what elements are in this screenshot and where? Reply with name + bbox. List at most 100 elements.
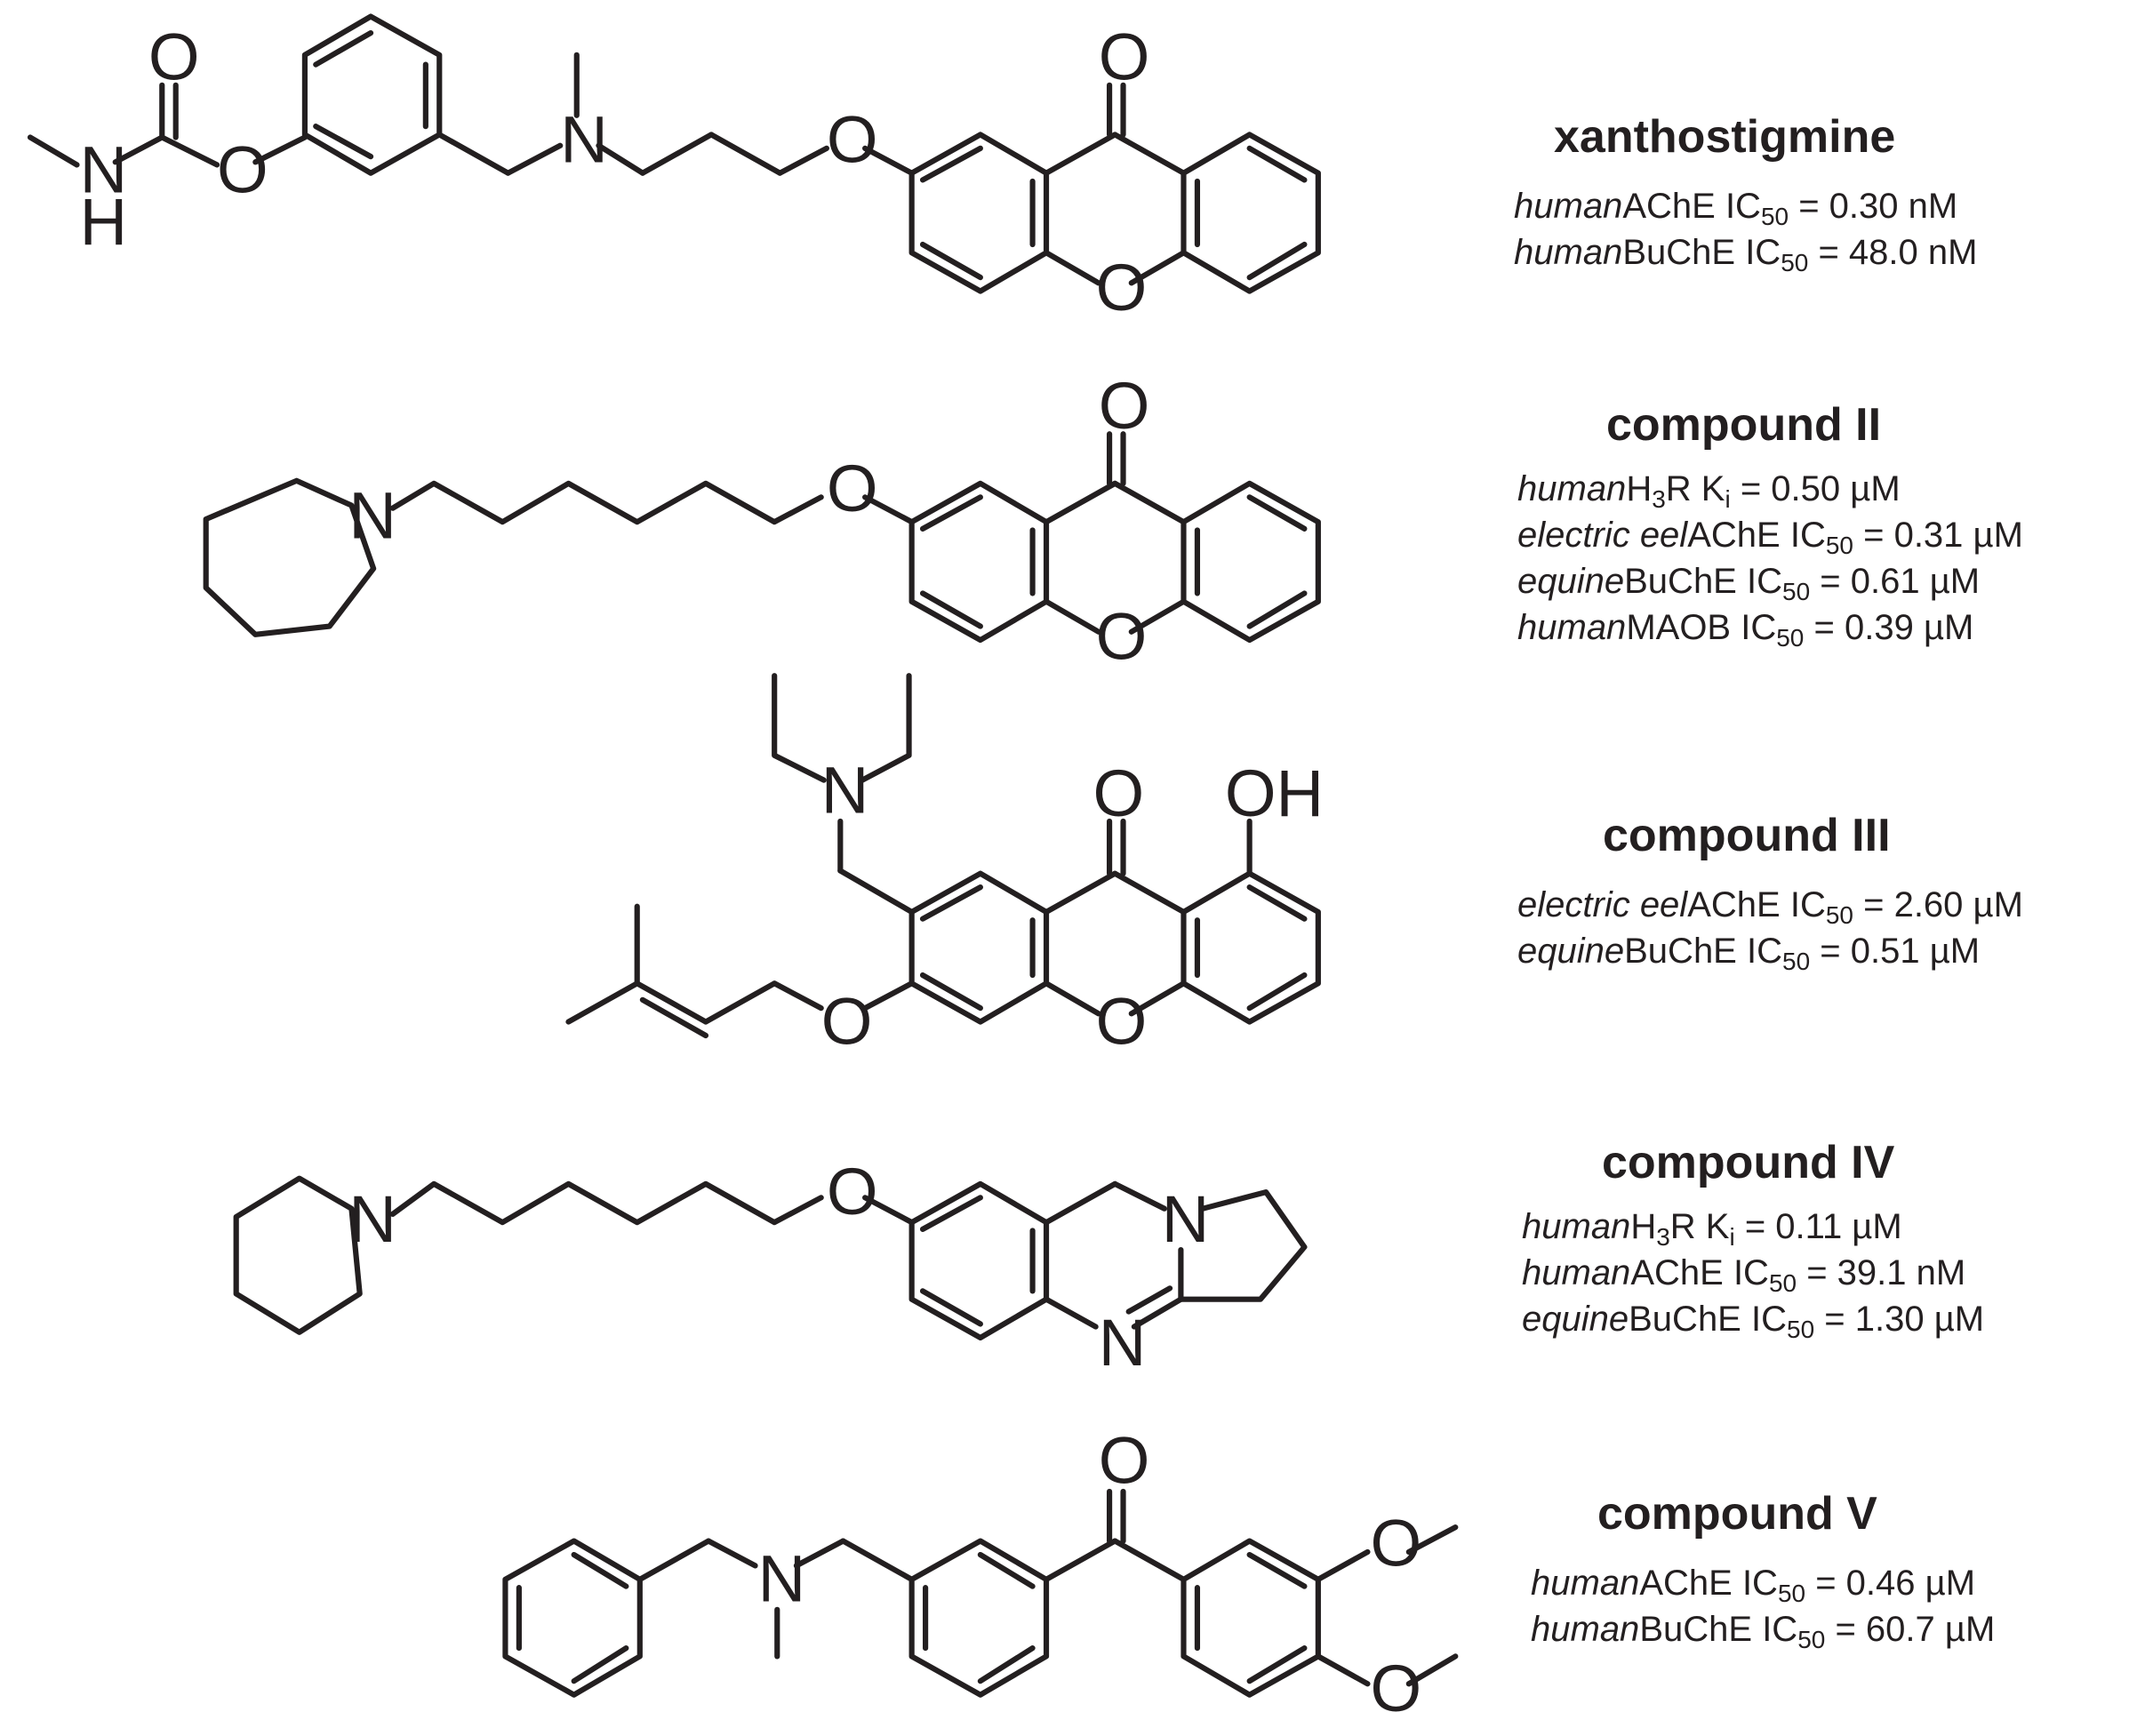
atom-label-o: O — [1371, 1506, 1422, 1580]
activity-row: humanH3R Ki = 0.50 µM — [1517, 466, 2023, 512]
target-tail: R — [1665, 469, 1692, 508]
activity-list: humanAChE IC50 = 0.30 nM humanBuChE IC50… — [1514, 183, 1977, 276]
value: = 48.0 nM — [1808, 233, 1978, 272]
structure-xanthostigmine: O N H O N O O O — [27, 13, 1321, 324]
activity-list: electric eelAChE IC50 = 2.60 µM equineBu… — [1517, 882, 2023, 974]
atom-label-o: O — [1099, 369, 1150, 443]
measure-subscript: 50 — [1782, 948, 1811, 975]
activity-row: electric eelAChE IC50 = 0.31 µM — [1517, 512, 2023, 558]
value: = 2.60 µM — [1853, 885, 2023, 924]
target: AChE — [1639, 1564, 1733, 1603]
atom-label-o: O — [821, 984, 873, 1058]
measure: IC — [1725, 187, 1761, 226]
activity-list: humanH3R Ki = 0.50 µM electric eelAChE I… — [1517, 466, 2023, 651]
species: human — [1531, 1610, 1640, 1649]
value: = 0.39 µM — [1804, 608, 1974, 647]
atom-label-n: N — [1162, 1182, 1210, 1256]
species: human — [1514, 187, 1623, 226]
activity-row: electric eelAChE IC50 = 2.60 µM — [1517, 882, 2023, 928]
target: AChE — [1630, 1253, 1724, 1292]
species: human — [1517, 469, 1627, 508]
measure: K — [1705, 1207, 1730, 1246]
activity-list: humanH3R Ki = 0.11 µM humanAChE IC50 = 3… — [1522, 1204, 1984, 1342]
activity-row: humanAChE IC50 = 39.1 nM — [1522, 1250, 1984, 1296]
atom-label-n: N — [80, 132, 128, 206]
measure: IC — [1789, 516, 1826, 555]
target: BuChE — [1624, 562, 1737, 601]
atom-label-h: H — [80, 185, 128, 259]
target-subscript: 3 — [1656, 1223, 1670, 1251]
target: MAOB — [1626, 608, 1732, 647]
species: electric eel — [1517, 885, 1688, 924]
measure: IC — [1762, 1610, 1798, 1649]
info-compound-iii: compound III electric eelAChE IC50 = 2.6… — [1517, 809, 2023, 974]
activity-list: humanAChE IC50 = 0.46 µM humanBuChE IC50… — [1531, 1560, 1995, 1652]
structure-compound-v: N O O O — [502, 1424, 1459, 1725]
measure: IC — [1733, 1253, 1769, 1292]
value: = 0.31 µM — [1853, 516, 2023, 555]
species: electric eel — [1517, 516, 1688, 555]
species: equine — [1522, 1300, 1629, 1339]
info-compound-iv: compound IV humanH3R Ki = 0.11 µM humanA… — [1522, 1136, 1984, 1342]
activity-row: humanAChE IC50 = 0.46 µM — [1531, 1560, 1995, 1606]
compound-name: compound II — [1606, 399, 1882, 451]
atom-label-n: N — [560, 102, 608, 176]
atom-label-o: O — [827, 102, 878, 176]
measure-subscript: i — [1729, 1223, 1735, 1251]
activity-row: humanH3R Ki = 0.11 µM — [1522, 1204, 1984, 1250]
value: = 0.51 µM — [1810, 932, 1981, 971]
atom-label-n: N — [758, 1542, 806, 1616]
target: H — [1626, 469, 1653, 508]
target: AChE — [1622, 187, 1716, 226]
target: BuChE — [1639, 1610, 1753, 1649]
structure-compound-ii: N O O O — [203, 369, 1321, 674]
compound-name: compound IV — [1602, 1137, 1895, 1188]
measure: IC — [1747, 562, 1782, 601]
activity-row: humanAChE IC50 = 0.30 nM — [1514, 183, 1977, 229]
atom-label-o: O — [1093, 756, 1145, 830]
measure-subscript: 50 — [1760, 203, 1789, 230]
target: BuChE — [1624, 932, 1737, 971]
measure-subscript: 50 — [1787, 1316, 1815, 1343]
species: equine — [1517, 932, 1625, 971]
compound-name: xanthostigmine — [1554, 111, 1896, 163]
target: BuChE — [1622, 233, 1736, 272]
atom-label-n: N — [1099, 1306, 1147, 1380]
measure-subscript: 50 — [1768, 1269, 1797, 1297]
activity-row: humanMAOB IC50 = 0.39 µM — [1517, 604, 2023, 651]
value: = 0.50 µM — [1730, 469, 1901, 508]
measure-subscript: 50 — [1825, 532, 1853, 559]
structure-compound-iv: N O N N — [233, 1155, 1308, 1380]
species: human — [1522, 1207, 1631, 1246]
structure-compound-iii: N O O O OH — [565, 673, 1324, 1058]
measure-subscript: i — [1725, 485, 1731, 513]
value: = 1.30 µM — [1814, 1300, 1985, 1339]
measure-subscript: 50 — [1782, 578, 1811, 605]
species: equine — [1517, 562, 1625, 601]
activity-row: equineBuChE IC50 = 0.61 µM — [1517, 558, 2023, 604]
atom-label-o: O — [1096, 251, 1148, 324]
value: = 39.1 nM — [1797, 1253, 1966, 1292]
value: = 0.61 µM — [1810, 562, 1981, 601]
value: = 0.30 nM — [1789, 187, 1958, 226]
activity-row: humanBuChE IC50 = 48.0 nM — [1514, 229, 1977, 276]
measure-subscript: 50 — [1777, 1580, 1806, 1607]
measure: IC — [1745, 233, 1781, 272]
measure: IC — [1741, 1564, 1778, 1603]
measure: IC — [1751, 1300, 1787, 1339]
compound-name: compound III — [1603, 810, 1891, 861]
species: human — [1514, 233, 1623, 272]
atom-label-o: O — [1099, 1424, 1150, 1498]
atom-label-o: O — [827, 1155, 878, 1228]
target: H — [1630, 1207, 1657, 1246]
target-tail: R — [1669, 1207, 1696, 1246]
value: = 0.11 µM — [1734, 1207, 1902, 1246]
measure: K — [1701, 469, 1725, 508]
activity-row: equineBuChE IC50 = 1.30 µM — [1522, 1296, 1984, 1342]
info-compound-v: compound V humanAChE IC50 = 0.46 µM huma… — [1531, 1487, 1995, 1652]
target-subscript: 3 — [1652, 485, 1666, 513]
species: human — [1531, 1564, 1640, 1603]
measure: IC — [1747, 932, 1782, 971]
info-xanthostigmine: xanthostigmine humanAChE IC50 = 0.30 nM … — [1514, 110, 1977, 276]
